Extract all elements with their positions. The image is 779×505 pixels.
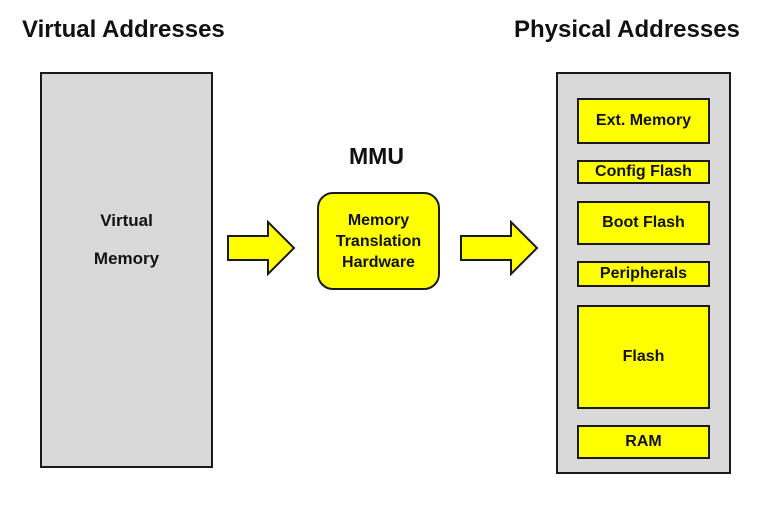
- right-block-arrow-icon: [227, 220, 296, 276]
- region-boot-flash: Boot Flash: [577, 201, 710, 245]
- virtual-memory-line-1: Virtual: [100, 211, 153, 230]
- virtual-memory-label: Virtual Memory: [42, 202, 211, 278]
- memory-translation-hardware-box: Memory Translation Hardware: [317, 192, 440, 290]
- region-peripherals: Peripherals: [577, 261, 710, 287]
- region-flash: Flash: [577, 305, 710, 409]
- region-ram: RAM: [577, 425, 710, 459]
- mmu-box-line-3: Hardware: [342, 253, 415, 271]
- physical-memory-map: Ext. Memory Config Flash Boot Flash Peri…: [556, 72, 731, 474]
- region-ext-memory: Ext. Memory: [577, 98, 710, 144]
- mmu-box-line-2: Translation: [335, 232, 422, 250]
- virtual-memory-box: Virtual Memory: [40, 72, 213, 468]
- physical-addresses-heading: Physical Addresses: [514, 16, 740, 43]
- region-config-flash: Config Flash: [577, 160, 710, 184]
- mmu-heading: MMU: [349, 143, 404, 169]
- virtual-memory-line-2: Memory: [93, 249, 160, 268]
- mmu-box-line-1: Memory: [347, 211, 410, 229]
- right-block-arrow-icon: [460, 220, 539, 276]
- virtual-addresses-heading: Virtual Addresses: [22, 16, 225, 43]
